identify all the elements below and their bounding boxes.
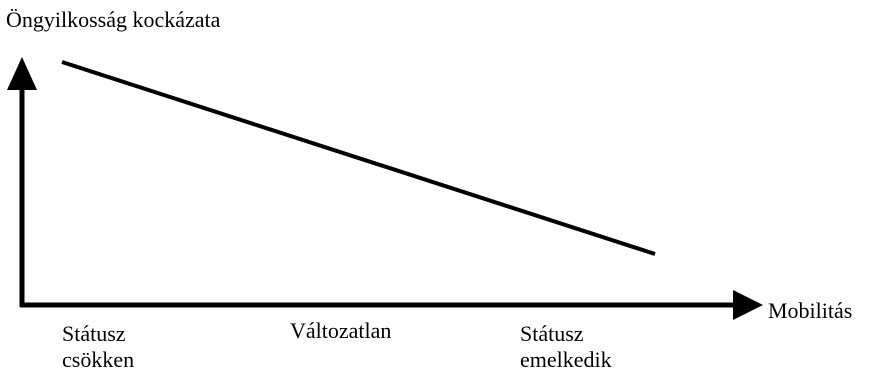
x-axis-label: Mobilitás	[768, 298, 853, 323]
x-tick-line: Státusz	[520, 321, 584, 346]
x-tick-line: csökken	[62, 347, 135, 372]
x-axis-arrowhead	[733, 290, 763, 320]
x-tick-status-increases: Státusz emelkedik	[520, 321, 612, 373]
y-axis-arrowhead	[7, 57, 37, 90]
x-tick-unchanged: Változatlan	[290, 318, 391, 344]
risk-trend-line	[61, 60, 656, 256]
x-tick-line: Státusz	[62, 321, 126, 346]
y-axis-label: Öngyilkosság kockázata	[6, 7, 221, 32]
x-tick-line: emelkedik	[520, 347, 612, 372]
x-tick-line: Változatlan	[290, 318, 392, 343]
x-tick-status-decreases: Státusz csökken	[62, 321, 134, 373]
